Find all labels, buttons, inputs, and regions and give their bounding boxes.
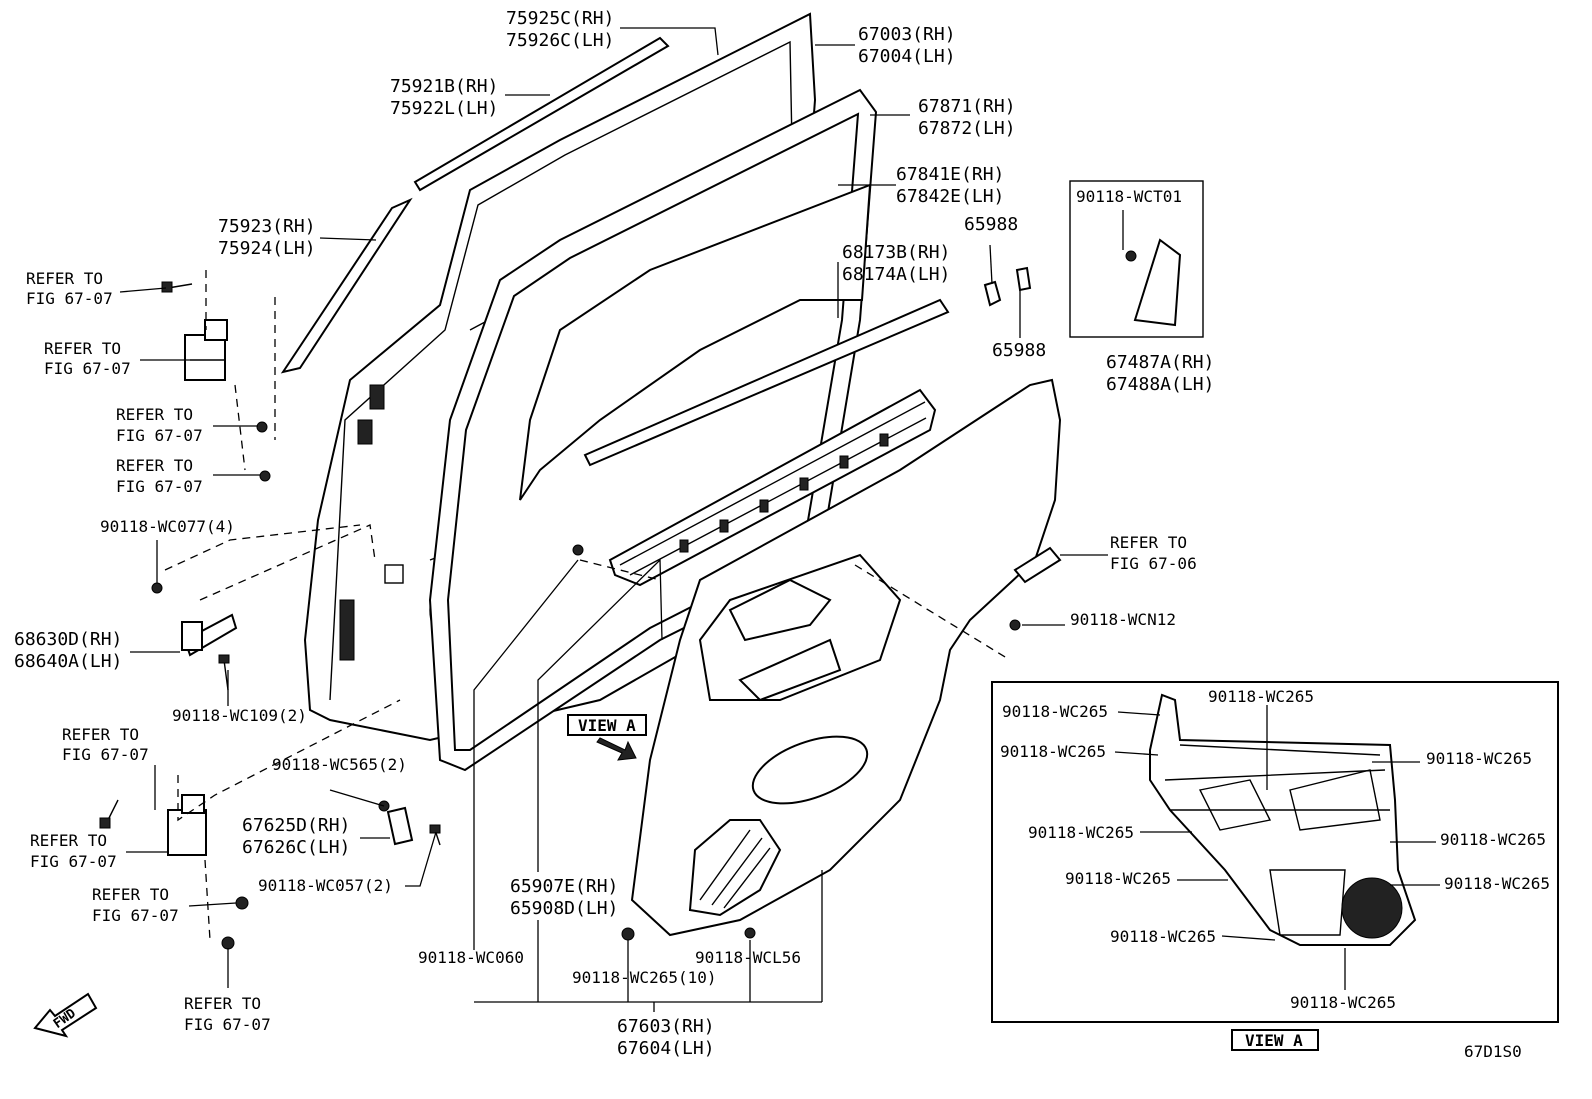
- view-a-label-3: 90118-WC265: [1000, 742, 1106, 761]
- label-90118-wc265-10: 90118-WC265(10): [572, 968, 717, 987]
- label-75925c: 75925C(RH): [506, 8, 614, 29]
- lower-hinge: [167, 794, 207, 856]
- upper-hinge: [184, 319, 228, 381]
- label-67872: 67872(LH): [918, 118, 1016, 139]
- figure-code: 67D1S0: [1464, 1042, 1522, 1061]
- view-a-trim-back: [1149, 693, 1417, 946]
- label-65988-top: 65988: [964, 214, 1018, 235]
- label-75922l: 75922L(LH): [390, 98, 498, 119]
- label-75923: 75923(RH): [218, 216, 316, 237]
- label-90118-wcn12: 90118-WCN12: [1070, 610, 1176, 629]
- view-a-speaker: [1341, 877, 1403, 939]
- door-pull-handle: [751, 735, 869, 805]
- clip-65988-b: [1015, 266, 1032, 292]
- label-65908d: 65908D(LH): [510, 898, 618, 919]
- rail-clips: [679, 433, 889, 553]
- label-90118-wc109: 90118-WC109(2): [172, 706, 307, 725]
- view-a-label-6: 90118-WC265: [1440, 830, 1546, 849]
- label-fig-67-07-3: FIG 67-07: [116, 426, 203, 445]
- label-refer-to-9: REFER TO: [1110, 533, 1187, 552]
- label-fig-67-07-5: FIG 67-07: [62, 745, 149, 764]
- view-a-label-7: 90118-WC265: [1065, 869, 1171, 888]
- label-fig-67-07-1: FIG 67-07: [26, 289, 113, 308]
- label-refer-to-2: REFER TO: [44, 339, 121, 358]
- service-hole-cover: [519, 183, 872, 501]
- label-68630d: 68630D(RH): [14, 629, 122, 650]
- outer-belt-moulding: [413, 36, 670, 192]
- label-67603: 67603(RH): [617, 1016, 715, 1037]
- label-67871: 67871(RH): [918, 96, 1016, 117]
- label-fig-67-07-8: FIG 67-07: [184, 1015, 271, 1034]
- view-a-tag-inset-text: VIEW A: [1245, 1031, 1303, 1050]
- label-fig-67-07-2: FIG 67-07: [44, 359, 131, 378]
- window-frame-moulding: [280, 197, 413, 374]
- rear-trim-piece: [1013, 546, 1062, 584]
- fwd-arrow: [33, 992, 98, 1038]
- view-a-label-9: 90118-WC265: [1110, 927, 1216, 946]
- view-a-label-10: 90118-WC265: [1290, 993, 1396, 1012]
- label-90118-wc565: 90118-WC565(2): [272, 755, 407, 774]
- leader-lines: [119, 27, 1440, 1012]
- label-75924: 75924(LH): [218, 238, 316, 259]
- label-75926c: 75926C(LH): [506, 30, 614, 51]
- label-90118-wc077: 90118-WC077(4): [100, 517, 235, 536]
- label-fig-67-07-6: FIG 67-07: [30, 852, 117, 871]
- label-68174a: 68174A(LH): [842, 264, 950, 285]
- view-a-tag-inset: [1231, 1029, 1319, 1051]
- armrest-rail: [608, 388, 937, 587]
- view-a-label-5: 90118-WC265: [1028, 823, 1134, 842]
- view-a-tag-main-text: VIEW A: [578, 716, 636, 735]
- label-fig-67-06: FIG 67-06: [1110, 554, 1197, 573]
- label-refer-to-7: REFER TO: [92, 885, 169, 904]
- label-90118-wcl56: 90118-WCL56: [695, 948, 801, 967]
- bracket: [386, 806, 414, 846]
- label-67604: 67604(LH): [617, 1038, 715, 1059]
- label-90118-wct01: 90118-WCT01: [1076, 187, 1182, 206]
- label-65988-bottom: 65988: [992, 340, 1046, 361]
- door-check: [181, 613, 238, 657]
- label-90118-wc060: 90118-WC060: [418, 948, 524, 967]
- view-a-label-2: 90118-WC265: [1208, 687, 1314, 706]
- inner-belt-weatherstrip: [583, 298, 950, 467]
- label-refer-to-5: REFER TO: [62, 725, 139, 744]
- label-refer-to-3: REFER TO: [116, 405, 193, 424]
- label-75921b: 75921B(RH): [390, 76, 498, 97]
- label-refer-to-6: REFER TO: [30, 831, 107, 850]
- label-67626c: 67626C(LH): [242, 837, 350, 858]
- label-68173b: 68173B(RH): [842, 242, 950, 263]
- label-67625d: 67625D(RH): [242, 815, 350, 836]
- label-67003: 67003(RH): [858, 24, 956, 45]
- label-fig-67-07-7: FIG 67-07: [92, 906, 179, 925]
- label-68640a: 68640A(LH): [14, 651, 122, 672]
- part-labels: 75925C(RH) 75926C(LH) 67003(RH) 67004(LH…: [14, 8, 1214, 1059]
- label-fig-67-07-4: FIG 67-07: [116, 477, 203, 496]
- view-a-label-1: 90118-WC265: [1002, 702, 1108, 721]
- dashed-leaders: [164, 270, 1011, 941]
- label-refer-to-8: REFER TO: [184, 994, 261, 1013]
- view-a-label-4: 90118-WC265: [1426, 749, 1532, 768]
- label-65907e: 65907E(RH): [510, 876, 618, 897]
- view-arrow: [596, 737, 637, 761]
- view-a-tag-main: [567, 714, 647, 736]
- label-67487a: 67487A(RH): [1106, 352, 1214, 373]
- label-67841e: 67841E(RH): [896, 164, 1004, 185]
- label-67004: 67004(LH): [858, 46, 956, 67]
- label-67488a: 67488A(LH): [1106, 374, 1214, 395]
- inset-box: [1069, 180, 1204, 338]
- view-a-label-8: 90118-WC265: [1444, 874, 1550, 893]
- view-a-labels: 90118-WC265 90118-WC265 90118-WC265 9011…: [1000, 687, 1550, 1012]
- clip-65988-a: [983, 280, 1002, 307]
- label-refer-to-4: REFER TO: [116, 456, 193, 475]
- bolts-and-nuts: [99, 250, 1137, 950]
- label-refer-to-1: REFER TO: [26, 269, 103, 288]
- label-67842e: 67842E(LH): [896, 186, 1004, 207]
- label-90118-wc057: 90118-WC057(2): [258, 876, 393, 895]
- corner-cover: [1133, 238, 1182, 327]
